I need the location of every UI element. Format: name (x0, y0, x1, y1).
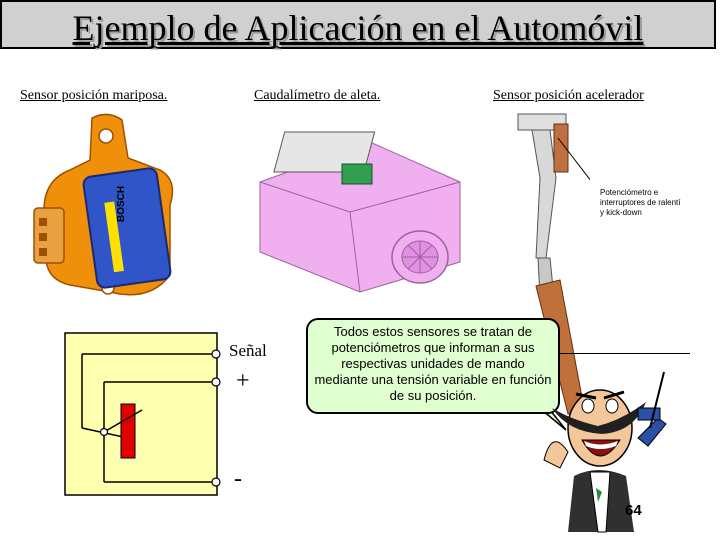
title-bar: Ejemplo de Aplicación en el Automóvil (0, 0, 716, 49)
minus-terminal-label: - (234, 466, 242, 492)
pedal-callout-line-2: interruptores de ralentí (600, 198, 681, 207)
label-throttle-sensor: Sensor posición mariposa. (20, 88, 168, 103)
label-pedal-sensor: Sensor posición acelerador (493, 88, 644, 103)
pedal-sensor-illustration (517, 113, 590, 415)
page-number: 64 (625, 502, 642, 519)
label-flap-flowmeter: Caudalímetro de aleta. (254, 88, 381, 103)
throttle-sensor-illustration (33, 113, 174, 296)
plus-terminal-label: + (236, 368, 250, 394)
explanation-note: Todos estos sensores se tratan de potenc… (306, 318, 560, 414)
cartoon-character (543, 371, 667, 533)
flowmeter-illustration (259, 131, 461, 293)
pedal-callout-line-1: Potenciómetro e (600, 188, 659, 197)
bosch-logo-text: BOSCH (116, 185, 127, 222)
separator-line (556, 353, 690, 354)
signal-terminal-label: Señal (229, 341, 267, 360)
pedal-callout-line-3: y kick-down (600, 208, 642, 217)
page-title: Ejemplo de Aplicación en el Automóvil (72, 8, 644, 48)
potentiometer-circuit-diagram (64, 332, 221, 496)
